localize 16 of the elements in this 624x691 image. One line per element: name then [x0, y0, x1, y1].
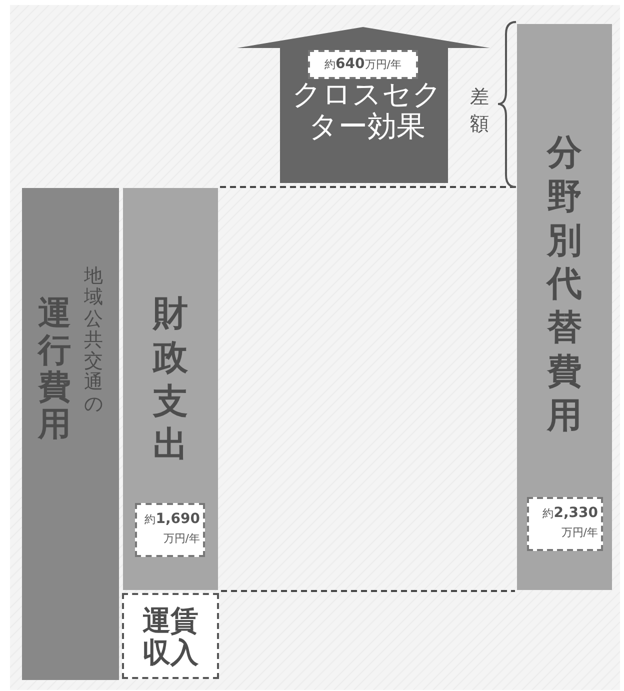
difference-label: 差額: [470, 85, 489, 137]
dashed-guide-line: [220, 186, 515, 188]
value-label: 約640万円/年: [308, 50, 418, 79]
dashed-guide-line: [221, 590, 515, 592]
value-label: 約1,690 万円/年: [135, 503, 205, 557]
bar-title: 運行費用: [38, 295, 71, 443]
bar-subtitle: 地域公共交通の: [84, 266, 103, 415]
bar-title: 財政支出: [153, 293, 188, 468]
cost-bar: [22, 188, 119, 680]
cost-bar: [517, 24, 612, 590]
bar-title: 分野別代替費用: [547, 132, 582, 438]
value-label: 約2,330 万円/年: [527, 497, 603, 551]
arrow-label: クロスセクター効果: [292, 79, 442, 143]
box-label: 運賃収入: [142, 605, 200, 670]
dashed-box: [122, 593, 219, 679]
cost-bar: [123, 188, 218, 590]
